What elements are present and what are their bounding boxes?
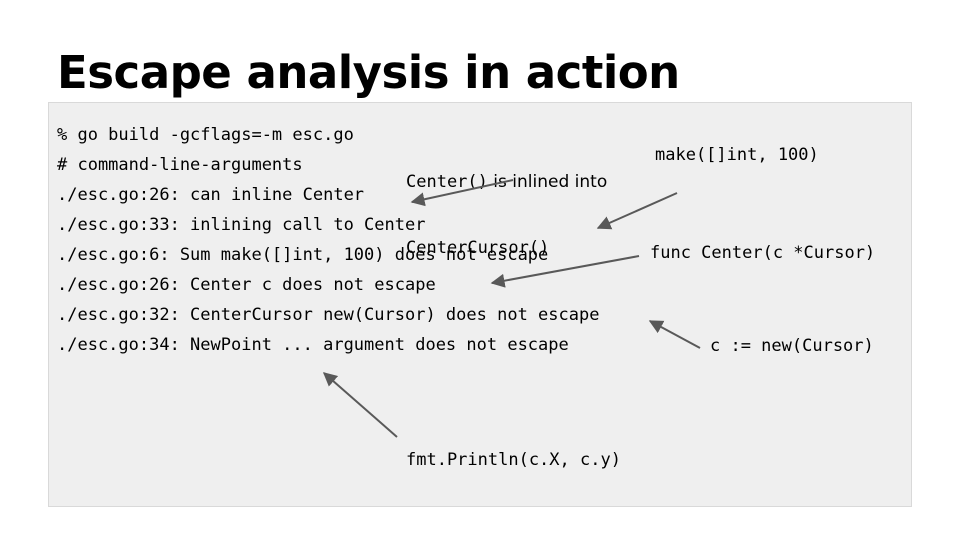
slide-title: Escape analysis in action xyxy=(57,46,680,99)
code-line-center-c: ./esc.go:26: Center c does not escape xyxy=(57,275,436,295)
code-block xyxy=(48,102,912,507)
inline-annotation: Center() is inlined into CenterCursor() xyxy=(406,127,607,303)
code-line-inlining-call: ./esc.go:33: inlining call to Center xyxy=(57,215,426,235)
code-line-centercursor-new: ./esc.go:32: CenterCursor new(Cursor) do… xyxy=(57,305,600,325)
code-line-command: % go build -gcflags=-m esc.go xyxy=(57,125,354,145)
inline-annotation-code-centercursor: CenterCursor() xyxy=(406,238,550,258)
code-line-can-inline: ./esc.go:26: can inline Center xyxy=(57,185,365,205)
code-line-sum-make: ./esc.go:6: Sum make([]int, 100) does no… xyxy=(57,245,549,265)
compiler-output: % go build -gcflags=-m esc.go # command-… xyxy=(57,120,599,360)
code-line-package: # command-line-arguments xyxy=(57,155,303,175)
inline-annotation-text: is inlined into xyxy=(487,172,608,192)
inline-annotation-code-center: Center() xyxy=(406,172,488,192)
println-annotation: fmt.Println(c.X, c.y) xyxy=(406,450,621,470)
make-annotation: make([]int, 100) xyxy=(655,145,819,165)
new-cursor-annotation: c := new(Cursor) xyxy=(710,336,874,356)
func-center-annotation: func Center(c *Cursor) xyxy=(650,243,876,263)
code-line-newpoint-argument: ./esc.go:34: NewPoint ... argument does … xyxy=(57,335,569,355)
